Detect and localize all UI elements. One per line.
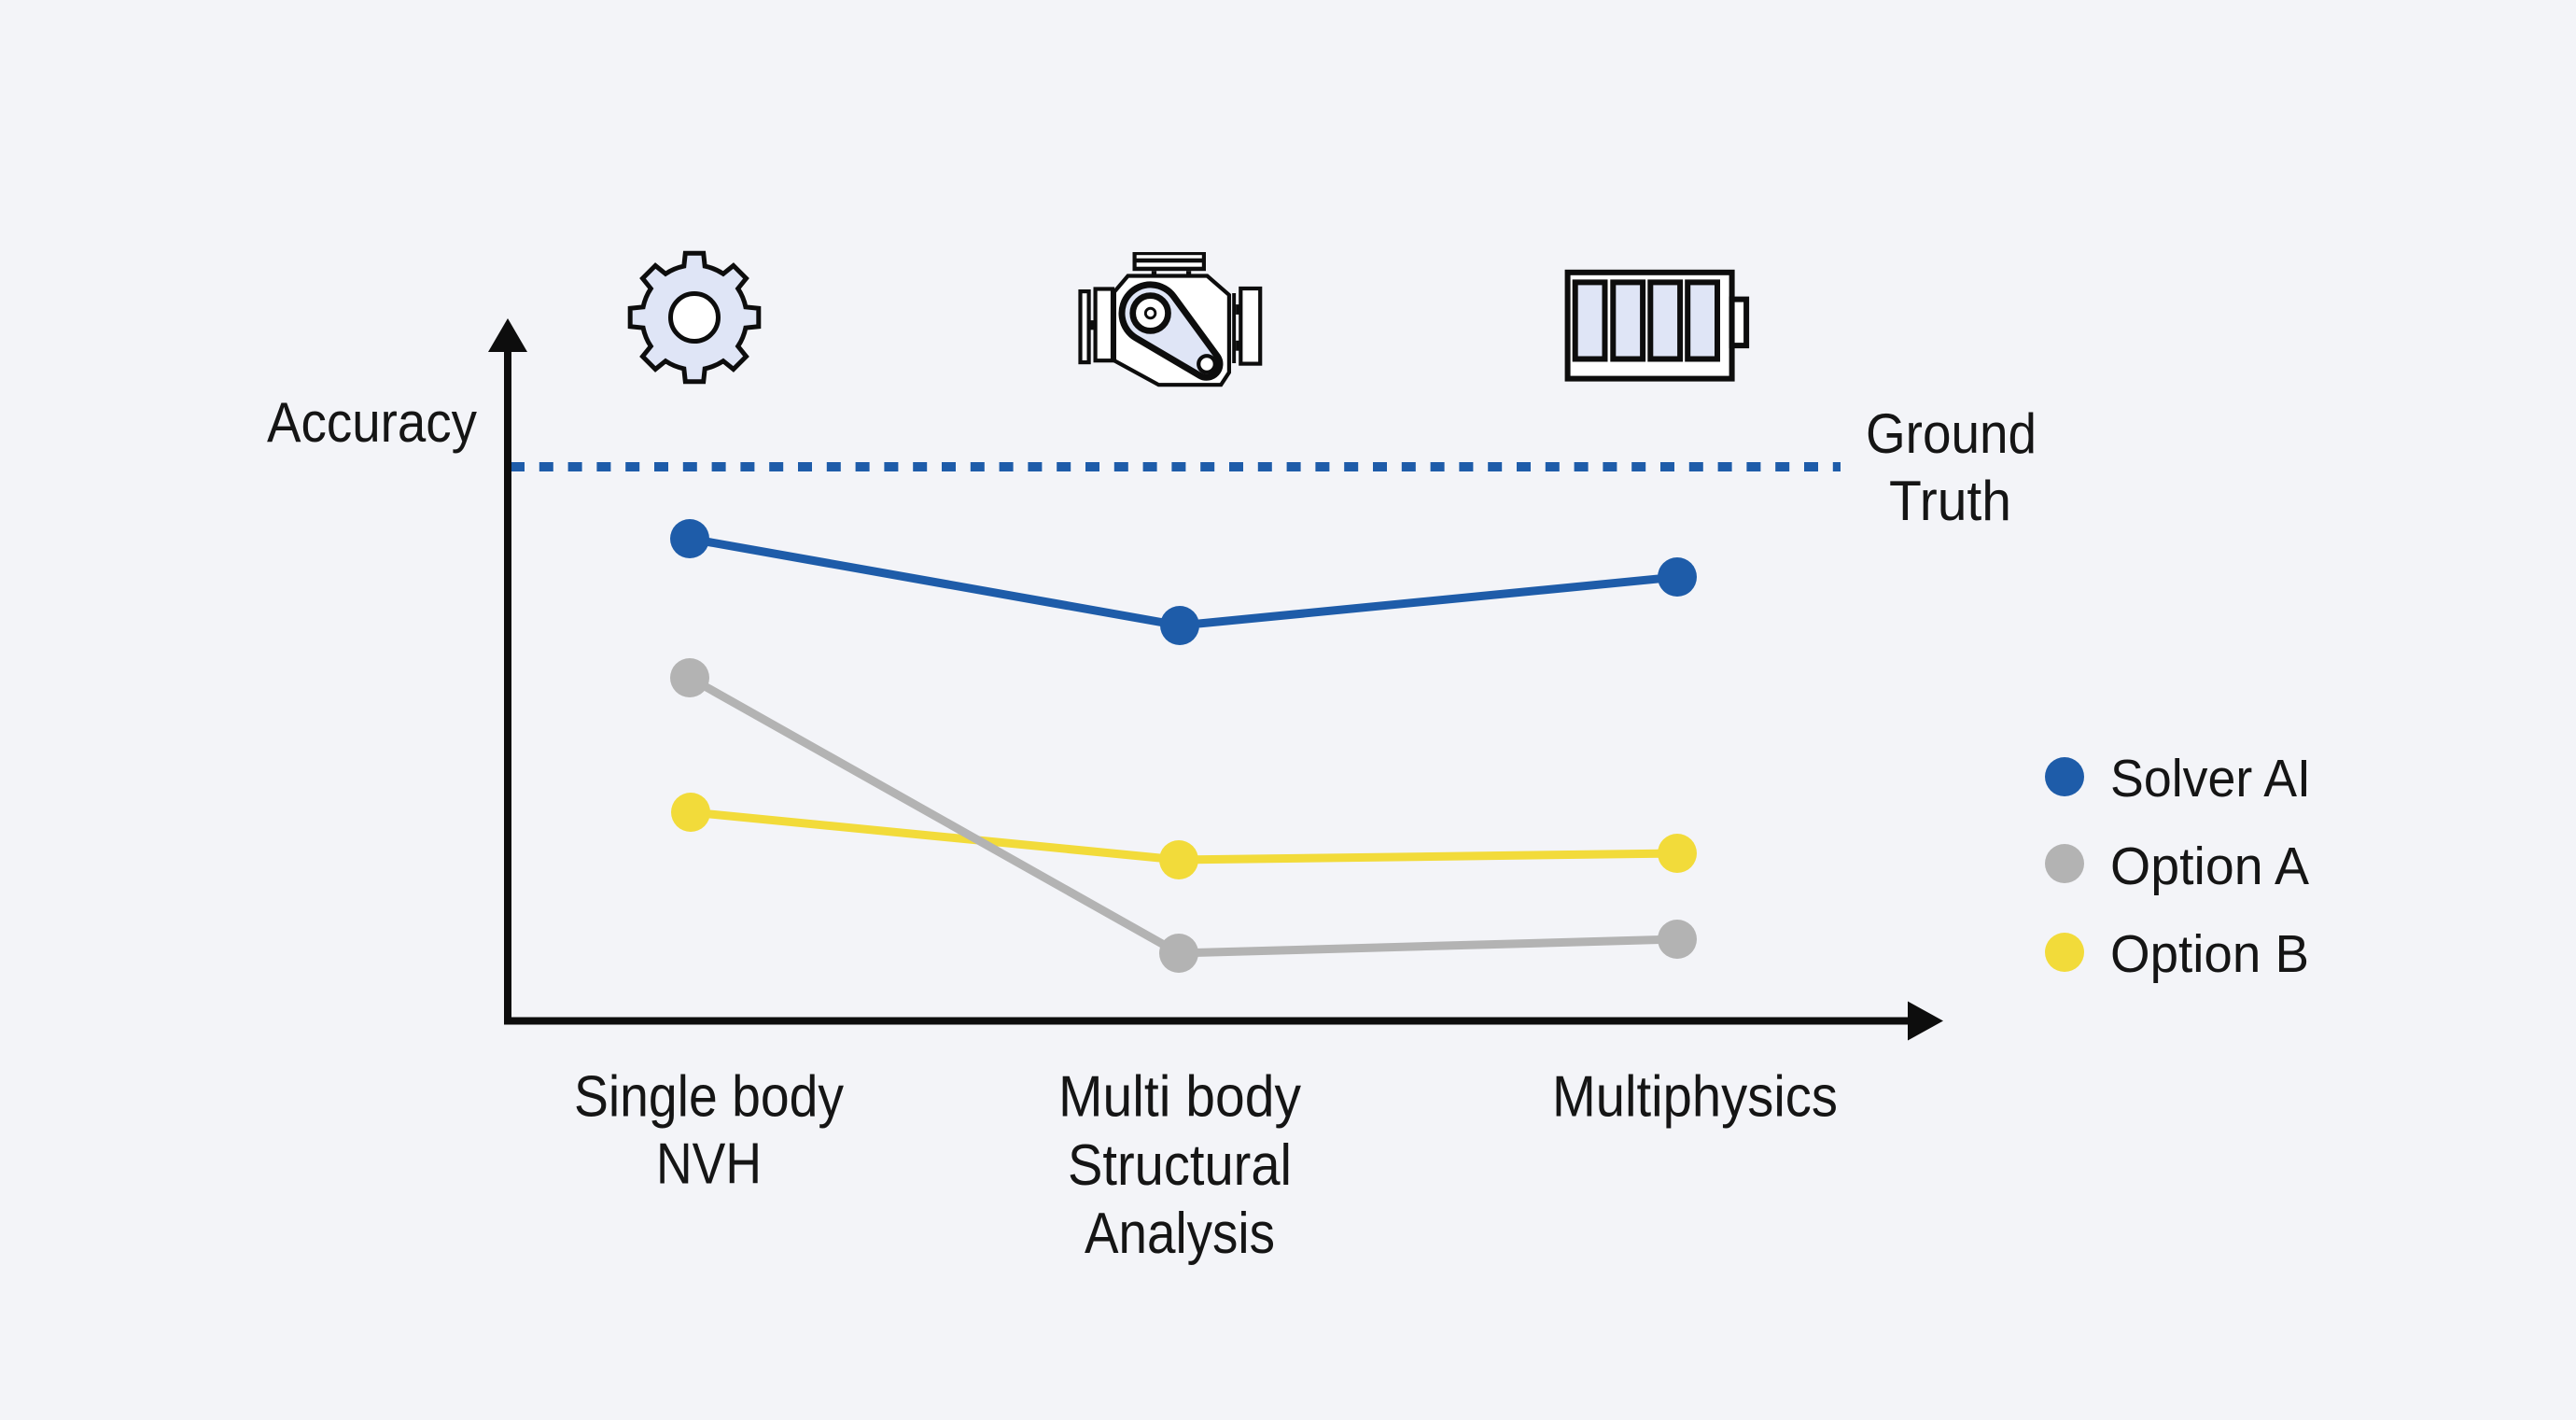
svg-text:Accuracy: Accuracy bbox=[267, 391, 477, 454]
svg-text:Multi body: Multi body bbox=[1058, 1065, 1301, 1130]
svg-text:Multiphysics: Multiphysics bbox=[1552, 1065, 1838, 1130]
svg-text:Solver AI: Solver AI bbox=[2110, 749, 2311, 808]
svg-text:Option A: Option A bbox=[2110, 837, 2309, 896]
svg-text:Ground: Ground bbox=[1866, 402, 2037, 465]
svg-text:Option B: Option B bbox=[2110, 924, 2309, 984]
svg-text:Structural: Structural bbox=[1068, 1133, 1292, 1198]
svg-text:Truth: Truth bbox=[1889, 470, 2011, 532]
svg-text:Single body: Single body bbox=[574, 1065, 844, 1130]
svg-text:NVH: NVH bbox=[656, 1132, 762, 1197]
svg-text:Analysis: Analysis bbox=[1085, 1202, 1275, 1266]
